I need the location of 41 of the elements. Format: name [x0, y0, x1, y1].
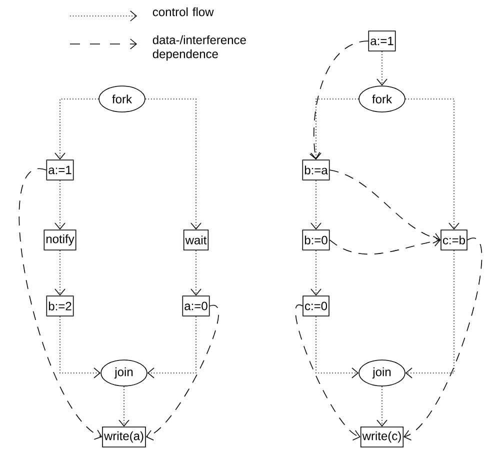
dependence-arrow [18, 170, 102, 440]
statement-box: b:=0 [302, 230, 330, 250]
flow-arrow [54, 180, 66, 230]
statement-box: c:=b [440, 230, 468, 250]
flow-arrow [310, 180, 322, 230]
flow-arrow [405, 98, 460, 230]
dependence-arrow [329, 170, 441, 244]
statement-box: b:=a [302, 160, 330, 180]
flow-arrow [118, 386, 130, 427]
flow-arrow [376, 51, 388, 86]
flow-arrow [54, 98, 99, 160]
flow-arrow [145, 98, 202, 230]
ellipse-node: join [100, 360, 148, 386]
flow-arrow [310, 250, 322, 296]
statement-box: a:=0 [182, 296, 210, 316]
flow-arrow [190, 250, 202, 296]
statement-box: b:=2 [46, 296, 74, 316]
dependence-arrow [146, 306, 219, 440]
flow-arrow [405, 250, 454, 378]
ellipse-node: fork [358, 86, 406, 112]
dependence-arrow [329, 236, 441, 254]
statement-box: a:=1 [368, 30, 396, 52]
legend-text: control flow [152, 7, 214, 16]
dependence-arrow [404, 238, 482, 440]
statement-box: write(a) [102, 426, 146, 448]
flow-arrow [60, 316, 101, 378]
statement-box: c:=0 [302, 296, 330, 316]
ellipse-node: join [358, 360, 406, 386]
dependence-arrow [310, 40, 369, 160]
legend-text: data-/interference dependence [152, 35, 246, 61]
flow-arrow [310, 98, 359, 160]
flow-arrow [147, 316, 196, 378]
flow-arrow [54, 250, 66, 296]
statement-box: write(c) [360, 426, 404, 448]
flow-arrow [376, 386, 388, 427]
statement-box: wait [183, 230, 209, 250]
ellipse-node: fork [98, 86, 146, 112]
dependence-arrow [295, 304, 360, 440]
flow-arrow [316, 316, 359, 378]
statement-box: a:=1 [46, 160, 74, 180]
statement-box: notify [44, 230, 76, 250]
